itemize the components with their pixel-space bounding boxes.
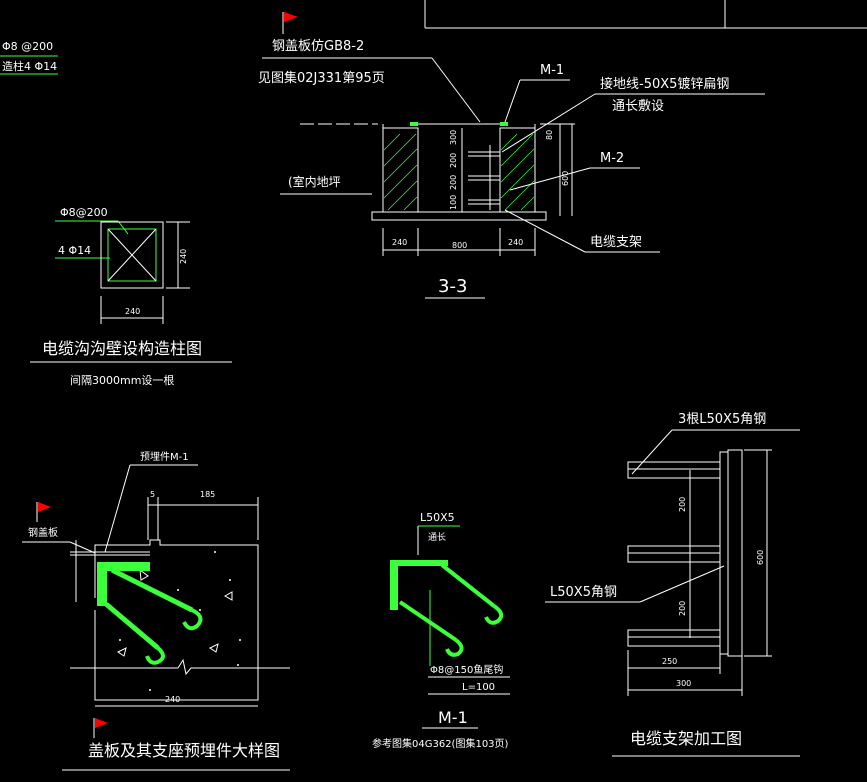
bracket-top-label: 3根L50X5角钢: [678, 412, 766, 427]
ground-sub: 通长敷设: [612, 99, 664, 114]
column-dim-h: 240: [125, 307, 140, 316]
column-detail: Φ8@200 4 Φ14 240 240 电缆沟沟壁设构造柱图 间隔3000mm…: [30, 206, 232, 387]
angle-label: L50X5: [420, 511, 455, 524]
section-title: 3-3: [438, 276, 467, 297]
ground-label: 接地线-50X5镀锌扁钢: [600, 76, 729, 92]
dim-v-200a: 200: [449, 153, 458, 168]
anchor-label: Φ8@150鱼尾钩: [430, 663, 503, 676]
bracket-title: 电缆支架加工图: [630, 729, 742, 748]
bracket-dim-600: 600: [756, 550, 765, 565]
top-left-line1: Φ8 @200: [2, 40, 53, 53]
bracket-dim-200b: 200: [678, 601, 687, 616]
m1-detail: L50X5 通长 Φ8@150鱼尾钩 L=100 M-1 参考图集04G362(…: [372, 511, 510, 750]
steel-cover-label: 钢盖板: [28, 526, 58, 539]
section-3-3: 钢盖板仿GB8-2 见图集02J331第95页 M-1 接地线-50X5镀锌扁钢…: [258, 39, 765, 299]
dim-r-600: 600: [561, 171, 570, 186]
concrete-speckle: [119, 551, 241, 691]
dim-v-200b: 200: [449, 175, 458, 190]
cover-detail-title: 盖板及其支座预埋件大样图: [88, 741, 280, 760]
dim-5: 5: [150, 490, 155, 499]
cover-label: 钢盖板仿GB8-2: [272, 39, 364, 54]
embed-label: 预埋件M-1: [140, 451, 189, 463]
angle-sub: 通长: [428, 531, 446, 543]
dim-r-80: 80: [545, 130, 554, 140]
m1-ref: 参考图集04G362(图集103页): [372, 737, 509, 750]
flag-icon: [36, 502, 51, 522]
anchor-sub: L=100: [462, 682, 495, 693]
flag-icon: [93, 718, 108, 738]
flag-icon: [282, 12, 298, 34]
bracket-dim-200a: 200: [678, 497, 687, 512]
m1-label: M-1: [540, 63, 564, 78]
bracket-dim-300: 300: [676, 679, 691, 688]
bracket-dim-250: 250: [662, 657, 677, 666]
dim-left: 240: [392, 238, 407, 247]
column-dim-v: 240: [179, 249, 188, 264]
top-left-line2: 造柱4 Φ14: [2, 59, 57, 73]
m1-title: M-1: [438, 708, 468, 727]
bracket-label: 电缆支架: [590, 234, 642, 250]
bracket-mid-label: L50X5角钢: [550, 585, 617, 600]
wall-hatch: [383, 133, 535, 211]
ref-label: 见图集02J331第95页: [258, 70, 385, 86]
rebar-a: Φ8@200: [60, 206, 108, 219]
dim-185: 185: [200, 490, 215, 499]
dim-right: 240: [508, 238, 523, 247]
column-subtitle: 间隔3000mm设一根: [70, 373, 174, 387]
rebar-b: 4 Φ14: [58, 244, 91, 257]
dim-v-300: 300: [449, 130, 458, 145]
m2-label: M-2: [600, 151, 624, 166]
floor-label: (室内地坪: [288, 174, 341, 189]
title-frame: [424, 0, 867, 29]
dim-mid: 800: [452, 241, 467, 250]
bracket-detail: 3根L50X5角钢 200 200 600 L50X5角钢 250 300 电缆…: [545, 412, 800, 757]
column-title: 电缆沟沟壁设构造柱图: [42, 339, 202, 358]
dim-v-100: 100: [449, 195, 458, 210]
dim-240: 240: [165, 695, 180, 704]
cover-detail: 预埋件M-1 钢盖板 5 185: [22, 451, 290, 771]
top-left-notes: Φ8 @200 造柱4 Φ14: [0, 40, 58, 75]
